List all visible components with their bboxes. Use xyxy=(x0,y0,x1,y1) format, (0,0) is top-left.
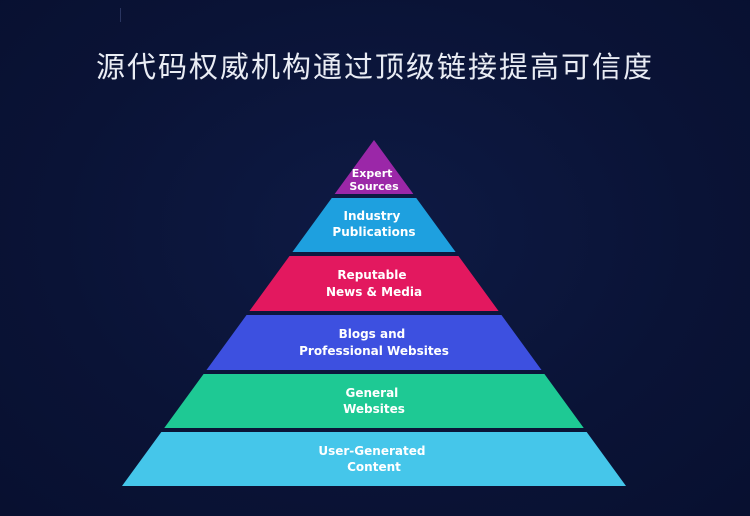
tier-label-line: Content xyxy=(347,460,401,474)
svg-text:Reputable News & Media: Reputable News & Media xyxy=(326,268,422,299)
page-title: 源代码权威机构通过顶级链接提高可信度 xyxy=(95,50,654,84)
tier-reputable-news-media: Reputable News & Media xyxy=(249,256,499,311)
svg-text:General Websites: General Websites xyxy=(343,386,405,416)
tier-shape-expert-sources xyxy=(334,140,414,194)
svg-text:Industry Publications: Industry Publications xyxy=(332,209,415,239)
tier-label-line: Websites xyxy=(343,402,405,416)
tier-label-line: Blogs and xyxy=(339,327,406,341)
tier-shape-general-websites xyxy=(164,374,584,428)
tier-label-line: Reputable xyxy=(337,268,406,282)
decorative-tick xyxy=(120,8,121,22)
tier-label-line: General xyxy=(346,386,399,400)
tier-label-line: Sources xyxy=(349,180,399,193)
svg-text:User-Generated Content: User-Generated Content xyxy=(318,444,429,474)
tier-shape-industry-publications xyxy=(292,198,456,252)
tier-shape-reputable-news-media xyxy=(249,256,499,311)
svg-text:Expert Sources: Expert Sources xyxy=(349,167,399,193)
tier-shape-blogs-professional-websites xyxy=(206,315,542,370)
tier-label-line: Professional Websites xyxy=(299,344,449,358)
tier-label-line: Publications xyxy=(332,225,415,239)
tier-industry-publications: Industry Publications xyxy=(292,198,456,252)
tier-general-websites: General Websites xyxy=(164,374,584,428)
tier-label-line: Expert xyxy=(352,167,393,180)
tier-expert-sources: Expert Sources xyxy=(334,140,414,194)
tier-user-generated-content: User-Generated Content xyxy=(122,432,626,486)
tier-label-line: News & Media xyxy=(326,285,422,299)
tier-shape-user-generated-content xyxy=(122,432,626,486)
tier-blogs-professional-websites: Blogs and Professional Websites xyxy=(206,315,542,370)
svg-text:Blogs and Professional: Blogs and Professional Websites xyxy=(299,327,449,358)
tier-label-line: User-Generated xyxy=(318,444,425,458)
tier-label-line: Industry xyxy=(344,209,401,223)
